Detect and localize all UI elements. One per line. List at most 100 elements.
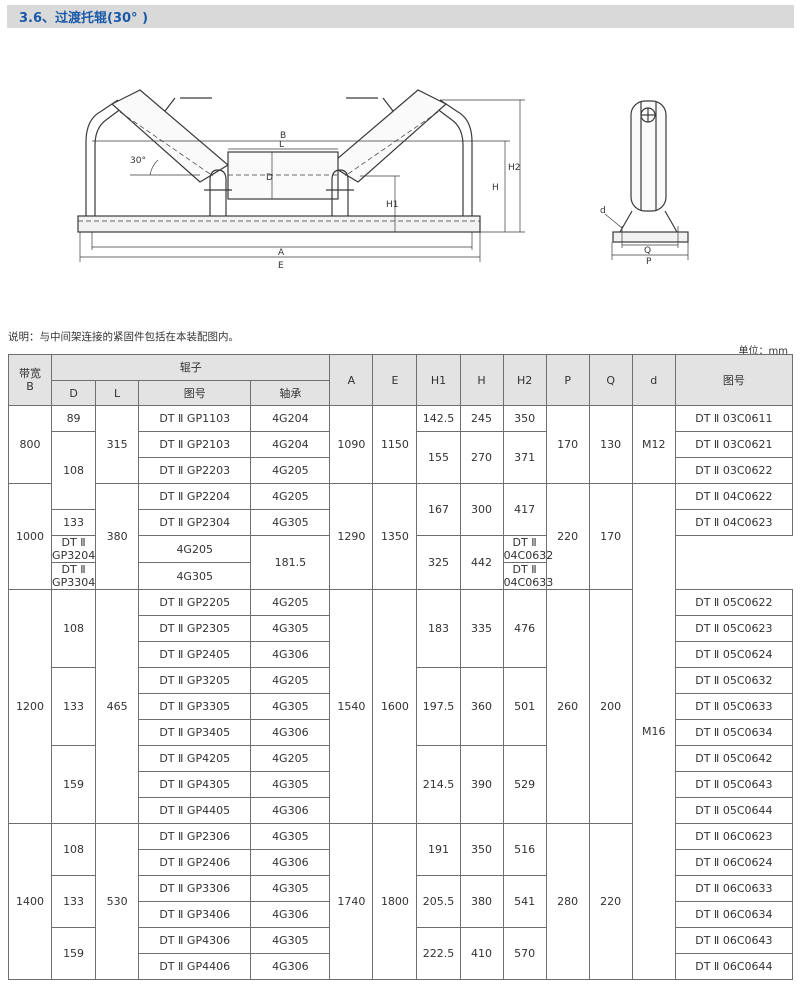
q-cell: 130 — [588, 405, 633, 484]
a-cell: 1540 — [329, 589, 374, 824]
roller-drawing-no-cell: DT Ⅱ GP4406 — [138, 953, 252, 980]
h1-cell: 222.5 — [416, 927, 461, 980]
h1-cell: 197.5 — [416, 667, 461, 746]
drawing-no-cell: DT Ⅱ 05C0644 — [674, 797, 794, 824]
roller-drawing-no-cell: DT Ⅱ GP2306 — [138, 823, 252, 850]
h-cell: 380 — [459, 875, 504, 928]
unit-label: 单位：mm — [738, 346, 788, 357]
roller-drawing-no-cell: DT Ⅱ GP4305 — [138, 771, 252, 798]
header-roller-drawing-no: 图号 — [138, 380, 252, 406]
bearing-cell: 4G305 — [250, 927, 331, 954]
p-cell: 260 — [545, 589, 590, 824]
roller-diameter-cell: 133 — [51, 667, 97, 746]
h2-cell: 442 — [459, 535, 504, 590]
bearing-cell: 4G204 — [250, 431, 331, 458]
side-view — [604, 100, 689, 260]
h2-cell: 541 — [502, 875, 547, 928]
bearing-cell: 4G305 — [250, 615, 331, 642]
drawing-no-cell: DT Ⅱ 06C0633 — [674, 875, 794, 902]
bearing-cell: 4G305 — [250, 875, 331, 902]
dim-label-l: L — [279, 140, 284, 150]
drawing-no-cell: DT Ⅱ 05C0634 — [674, 719, 794, 746]
bearing-cell: 4G204 — [250, 405, 331, 432]
drawing-no-cell: DT Ⅱ 04C0622 — [674, 483, 794, 510]
front-view — [77, 89, 525, 262]
drawing-no-cell: DT Ⅱ 04C0633 — [502, 562, 554, 590]
roller-drawing-no-cell: DT Ⅱ GP3405 — [138, 719, 252, 746]
roller-drawing-no-cell: DT Ⅱ GP3205 — [138, 667, 252, 694]
header-bearing: 轴承 — [250, 380, 331, 406]
drawing-no-cell: DT Ⅱ 06C0644 — [674, 953, 794, 980]
h2-cell: 529 — [502, 745, 547, 824]
h2-cell: 476 — [502, 589, 547, 668]
bearing-cell: 4G205 — [250, 667, 331, 694]
roller-diameter-cell: 159 — [51, 927, 97, 980]
dim-label-a: A — [278, 248, 285, 258]
drawing-no-cell: DT Ⅱ 06C0643 — [674, 927, 794, 954]
bolt-d-cell: M16 — [631, 483, 676, 980]
roller-diameter-cell: 133 — [51, 875, 97, 928]
dim-label-b: B — [280, 131, 286, 141]
front-view-labels: B L D 30° H1 H H2 A E — [130, 131, 521, 271]
q-cell: 220 — [588, 823, 633, 980]
header-p: P — [545, 354, 590, 406]
h-cell: 335 — [459, 589, 504, 668]
header-belt-width-label: 带宽 — [19, 367, 42, 380]
header-row: 带宽 B 辊子 A E H1 H H2 P Q d 图号 — [7, 354, 794, 406]
header-e: E — [372, 354, 418, 406]
bearing-cell: 4G306 — [250, 953, 331, 980]
roller-drawing-no-cell: DT Ⅱ GP4306 — [138, 927, 252, 954]
drawing-no-cell: DT Ⅱ 05C0632 — [674, 667, 794, 694]
h-cell: 390 — [459, 745, 504, 824]
roller-drawing-no-cell: DT Ⅱ GP2406 — [138, 849, 252, 876]
roller-drawing-no-cell: DT Ⅱ GP2103 — [138, 431, 252, 458]
roller-length-cell: 380 — [95, 483, 140, 590]
drawing-no-cell: DT Ⅱ 05C0643 — [674, 771, 794, 798]
roller-drawing-no-cell: DT Ⅱ GP2405 — [138, 641, 252, 668]
e-cell: 1600 — [372, 589, 418, 824]
header-drawing-no: 图号 — [674, 354, 794, 406]
roller-diameter-cell: 108 — [51, 589, 97, 668]
roller-drawing-no-cell: DT Ⅱ GP2204 — [138, 483, 252, 510]
bearing-cell: 4G306 — [250, 797, 331, 824]
h2-cell: 417 — [502, 483, 547, 536]
roller-drawing-no-cell: DT Ⅱ GP3204 — [51, 535, 97, 563]
roller-drawing-no-cell: DT Ⅱ GP3306 — [138, 875, 252, 902]
header-d: D — [51, 380, 97, 406]
q-cell: 200 — [588, 589, 633, 824]
dim-label-bolt-d: d — [600, 206, 606, 216]
dim-label-h1: H1 — [386, 200, 399, 210]
header-h2: H2 — [502, 354, 547, 406]
idler-drawing: B L D 30° H1 H H2 A E d Q P — [77, 89, 689, 271]
a-cell: 1740 — [329, 823, 374, 980]
h-cell: 325 — [416, 535, 461, 590]
header-h: H — [459, 354, 504, 406]
header-l: L — [95, 380, 140, 406]
drawing-no-cell: DT Ⅱ 06C0623 — [674, 823, 794, 850]
roller-diameter-cell: 133 — [51, 509, 97, 536]
bearing-cell: 4G205 — [250, 483, 331, 510]
bearing-cell: 4G305 — [250, 823, 331, 850]
roller-drawing-no-cell: DT Ⅱ GP3305 — [138, 693, 252, 720]
drawing-no-cell: DT Ⅱ 03C0621 — [674, 431, 794, 458]
bearing-cell: 4G205 — [250, 745, 331, 772]
q-cell: 170 — [588, 483, 633, 590]
drawing-no-cell: DT Ⅱ 05C0624 — [674, 641, 794, 668]
h2-cell: 350 — [502, 405, 547, 432]
drawing-no-cell: DT Ⅱ 05C0642 — [674, 745, 794, 772]
dim-label-h: H — [492, 183, 499, 193]
header-bolt-d: d — [631, 354, 676, 406]
h-cell: 270 — [459, 431, 504, 484]
roller-diameter-cell: 159 — [51, 745, 97, 824]
drawing-no-cell: DT Ⅱ 03C0622 — [674, 457, 794, 484]
